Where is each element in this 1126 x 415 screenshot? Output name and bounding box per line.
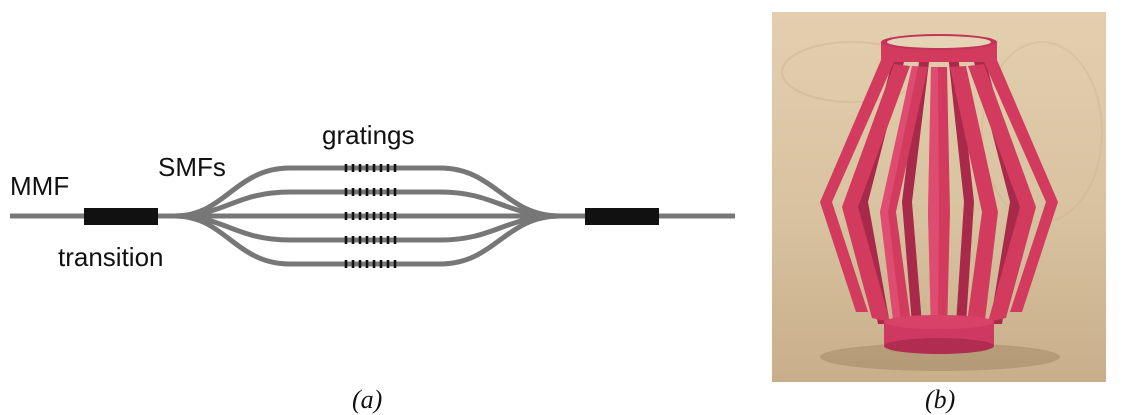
smf-fiber xyxy=(172,189,563,219)
label-gratings: gratings xyxy=(322,120,415,150)
transition-block-right xyxy=(585,208,659,225)
label-transition: transition xyxy=(58,242,164,272)
label-mmf: MMF xyxy=(10,171,69,201)
smf-fiber xyxy=(172,165,563,219)
paper-lantern-image xyxy=(772,12,1106,382)
grating xyxy=(344,260,397,268)
smf-fiber xyxy=(172,213,563,243)
smf-fiber xyxy=(172,213,563,267)
grating xyxy=(344,164,397,172)
photonic-lantern-diagram: MMF SMFs gratings transition xyxy=(10,120,735,272)
grating xyxy=(344,212,397,220)
fiber-gratings xyxy=(344,164,397,268)
grating xyxy=(344,236,397,244)
transition-block-left xyxy=(84,208,158,225)
label-smfs: SMFs xyxy=(158,152,226,182)
grating xyxy=(344,188,397,196)
lantern xyxy=(820,34,1058,354)
caption-b: (b) xyxy=(925,385,956,414)
caption-a: (a) xyxy=(352,385,383,414)
